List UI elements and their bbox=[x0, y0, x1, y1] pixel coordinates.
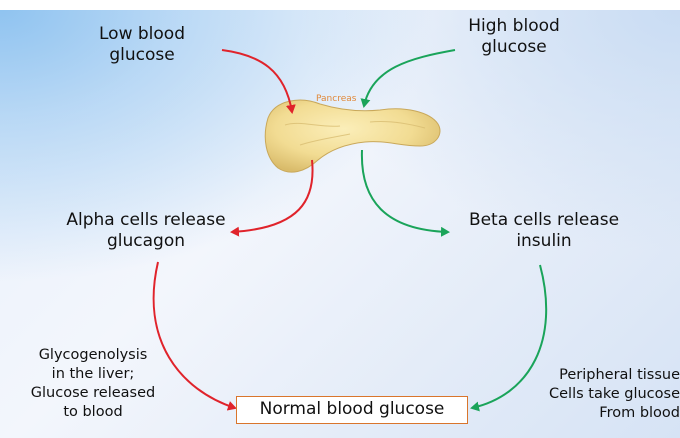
arrow-low-to-pancreas bbox=[222, 50, 292, 112]
peripheral-tissue-label: Peripheral tissue Cells take glucose Fro… bbox=[522, 366, 680, 423]
low-glucose-label: Low blood glucose bbox=[78, 24, 206, 66]
beta-cells-label: Beta cells release insulin bbox=[432, 210, 656, 252]
liver-process-label: Glycogenolysis in the liver; Glucose rel… bbox=[8, 346, 178, 422]
normal-glucose-box: Normal blood glucose bbox=[236, 396, 468, 424]
alpha-cells-label: Alpha cells release glucagon bbox=[26, 210, 266, 252]
high-glucose-label: High blood glucose bbox=[448, 16, 580, 58]
pancreas-label: Pancreas bbox=[316, 94, 357, 104]
arrow-high-to-pancreas bbox=[364, 50, 455, 106]
